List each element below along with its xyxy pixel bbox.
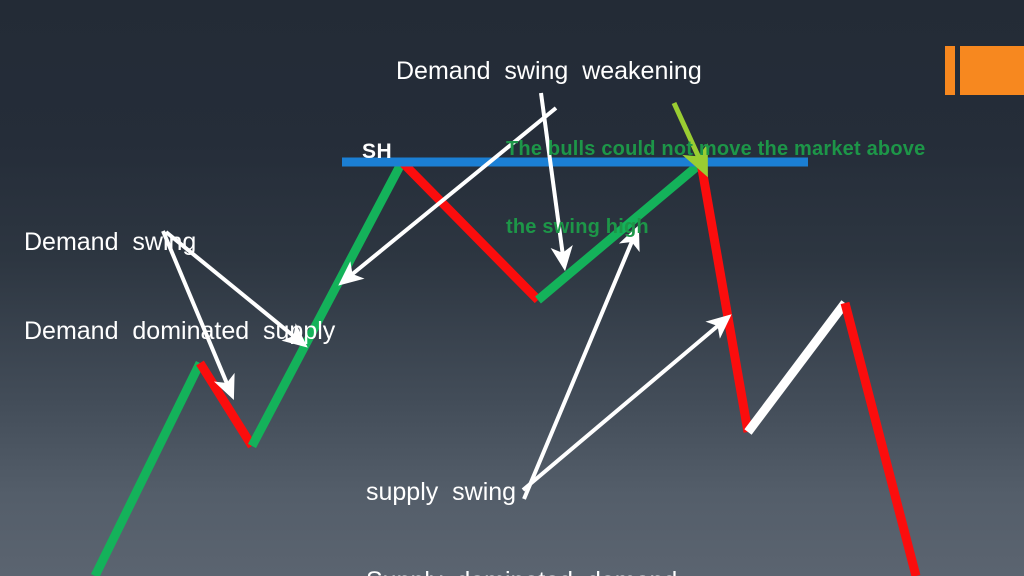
annotation-supply-swing-line-2: Supply dominated demand: [366, 567, 677, 576]
demand-weakening-arrow-left: [338, 106, 558, 286]
annotation-demand-swing-weakening: Demand swing weakening: [396, 57, 702, 85]
annotation-demand-swing: Demand swing Demand dominated supply: [24, 169, 335, 405]
demand-swing-arrow: [164, 230, 308, 348]
logo-block-shape: [960, 46, 1024, 95]
price-leg-supply-4: [840, 301, 921, 576]
annotation-supply-swing-line-1: supply swing: [366, 478, 517, 506]
annotation-demand-swing-line-1: Demand swing: [24, 228, 197, 256]
price-leg-supply-2: [398, 158, 542, 304]
supply-swing-arrow: [522, 224, 640, 500]
annotation-demand-swing-line-2: Demand dominated supply: [24, 316, 336, 345]
price-leg-supply-1: [196, 360, 256, 449]
logo-bar-shape: [945, 46, 955, 95]
supply-dominated-arrow: [521, 314, 732, 492]
annotation-bulls-line-1: The bulls could not move the market abov…: [506, 138, 926, 160]
demand-dominated-arrow: [161, 230, 235, 401]
annotation-bulls-note: The bulls could not move the market abov…: [506, 84, 925, 292]
price-leg-supply-3: [696, 162, 753, 433]
swing-high-label: SH: [362, 140, 393, 163]
price-leg-retrace-neutral: [744, 300, 849, 435]
price-leg-demand-1: [90, 361, 205, 576]
brand-logo: [940, 46, 1024, 95]
annotation-bulls-line-2: the swing high: [506, 216, 649, 238]
annotation-supply-swing: supply swing Supply dominated demand: [366, 419, 677, 576]
bulls-rejection-arrow: [671, 101, 708, 178]
demand-weakening-arrow-down: [539, 92, 573, 272]
price-leg-demand-2: [248, 159, 406, 449]
annotation-arrows: [161, 92, 732, 500]
